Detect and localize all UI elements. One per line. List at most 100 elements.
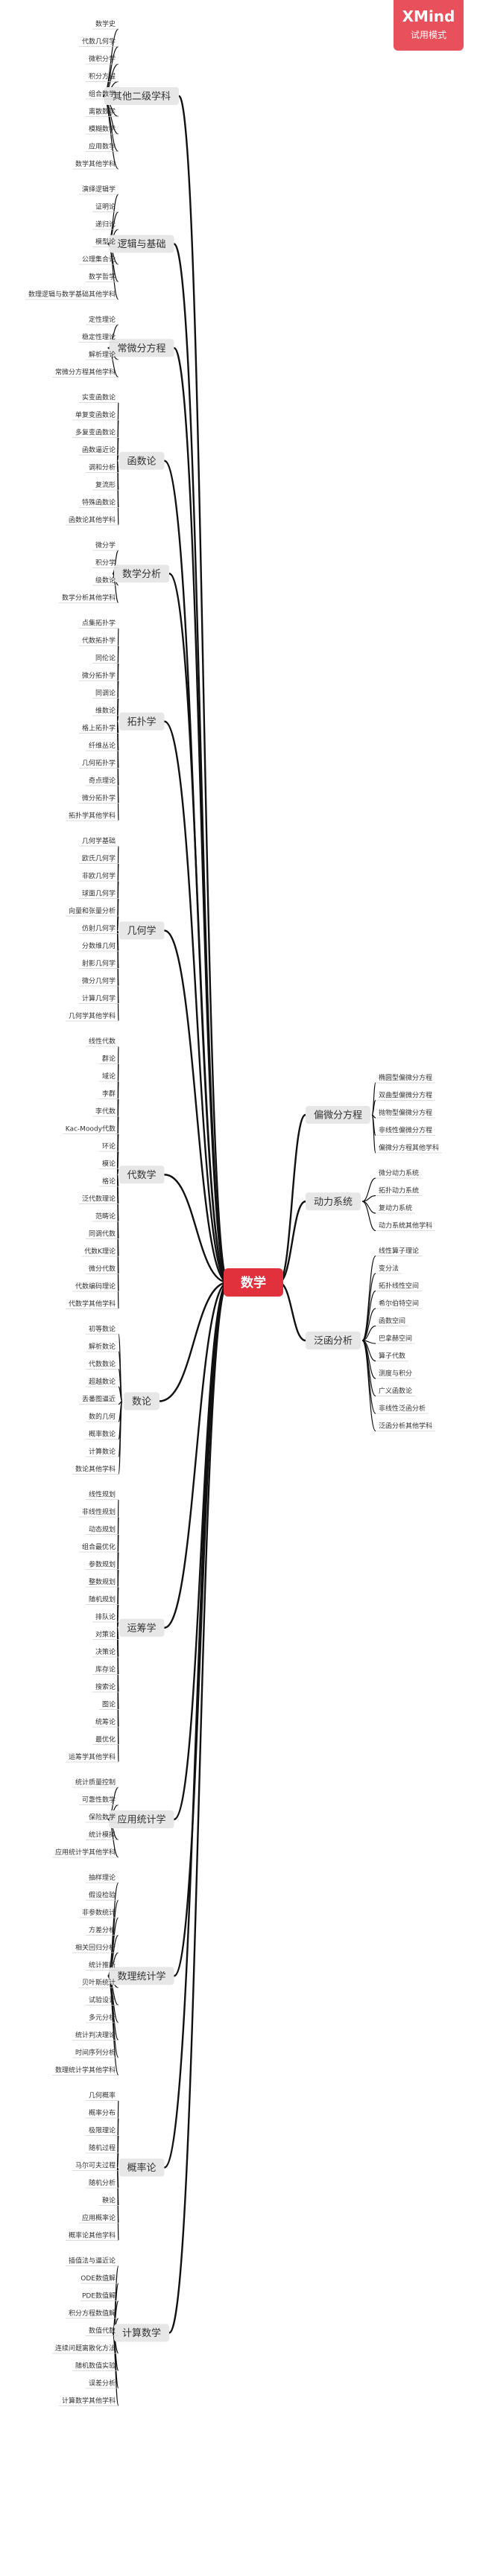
- leaf-topic[interactable]: 希尔伯特空间: [376, 1299, 422, 1309]
- leaf-topic[interactable]: 时间序列分析: [72, 2048, 119, 2058]
- leaf-topic[interactable]: 代数K理论: [81, 1247, 119, 1257]
- branch-topic[interactable]: 函数论: [119, 451, 165, 470]
- leaf-topic[interactable]: 双曲型偏微分方程: [376, 1091, 435, 1101]
- branch-topic[interactable]: 泛函分析: [306, 1332, 361, 1349]
- leaf-topic[interactable]: 微分学: [92, 541, 119, 551]
- leaf-topic[interactable]: 解析理论: [86, 350, 119, 360]
- leaf-topic[interactable]: 概率分布: [86, 2108, 119, 2119]
- leaf-topic[interactable]: 微分几何学: [79, 976, 119, 987]
- leaf-topic[interactable]: 数论其他学科: [72, 1465, 119, 1475]
- leaf-topic[interactable]: 函数空间: [376, 1317, 408, 1326]
- leaf-topic[interactable]: 格上拓扑学: [79, 724, 119, 734]
- leaf-topic[interactable]: 李代数: [92, 1107, 119, 1117]
- leaf-topic[interactable]: 常微分方程其他学科: [52, 368, 119, 378]
- leaf-topic[interactable]: 定性理论: [86, 315, 119, 325]
- leaf-topic[interactable]: 概率数论: [86, 1430, 119, 1440]
- leaf-topic[interactable]: 射影几何学: [79, 959, 119, 969]
- leaf-topic[interactable]: 库存论: [92, 1665, 119, 1675]
- leaf-topic[interactable]: 数学分析其他学科: [59, 594, 119, 603]
- leaf-topic[interactable]: 多元分析: [86, 2013, 119, 2023]
- leaf-topic[interactable]: 方差分析: [86, 1926, 119, 1936]
- leaf-topic[interactable]: 应用概率论: [79, 2213, 119, 2224]
- leaf-topic[interactable]: 几何拓扑学: [79, 759, 119, 769]
- branch-topic[interactable]: 其他二级学科: [104, 87, 179, 105]
- leaf-topic[interactable]: 几何概率: [86, 2091, 119, 2101]
- leaf-topic[interactable]: 插值法与逼近论: [66, 2257, 119, 2266]
- leaf-topic[interactable]: 统计判决理论: [72, 2031, 119, 2041]
- leaf-topic[interactable]: 实变函数论: [79, 393, 119, 403]
- leaf-topic[interactable]: 群论: [99, 1055, 119, 1064]
- leaf-topic[interactable]: 对策论: [92, 1630, 119, 1640]
- leaf-topic[interactable]: 应用统计学其他学科: [52, 1848, 119, 1858]
- leaf-topic[interactable]: 仿射几何学: [79, 924, 119, 934]
- leaf-topic[interactable]: 数学史: [92, 19, 119, 30]
- leaf-topic[interactable]: 贝叶斯统计: [79, 1978, 119, 1988]
- leaf-topic[interactable]: 数学其他学科: [72, 159, 119, 170]
- leaf-topic[interactable]: 应用数学: [86, 142, 119, 152]
- leaf-topic[interactable]: 线性规划: [86, 1490, 119, 1500]
- leaf-topic[interactable]: 抛物型偏微分方程: [376, 1108, 435, 1119]
- leaf-topic[interactable]: 非欧几何学: [79, 871, 119, 882]
- leaf-topic[interactable]: 假设检验: [86, 1891, 119, 1901]
- leaf-topic[interactable]: 代数编码理论: [72, 1282, 119, 1292]
- leaf-topic[interactable]: 拓扑学其他学科: [66, 811, 119, 821]
- leaf-topic[interactable]: 欧氏几何学: [79, 854, 119, 864]
- leaf-topic[interactable]: 复流形: [92, 480, 119, 491]
- leaf-topic[interactable]: 统筹论: [92, 1717, 119, 1728]
- branch-topic[interactable]: 概率论: [119, 2158, 165, 2177]
- leaf-topic[interactable]: 统计模拟: [86, 1831, 119, 1840]
- leaf-topic[interactable]: 非线性泛函分析: [376, 1404, 429, 1414]
- leaf-topic[interactable]: 非线性偏微分方程: [376, 1126, 435, 1136]
- leaf-topic[interactable]: 球面几何学: [79, 889, 119, 899]
- leaf-topic[interactable]: 特殊函数论: [79, 498, 119, 508]
- leaf-topic[interactable]: 数值代数: [86, 2327, 119, 2336]
- leaf-topic[interactable]: PDE数值解: [80, 2292, 119, 2301]
- leaf-topic[interactable]: 域论: [99, 1072, 119, 1082]
- leaf-topic[interactable]: 分数维几何: [79, 941, 119, 952]
- leaf-topic[interactable]: 公理集合论: [79, 255, 119, 265]
- leaf-topic[interactable]: 泛函分析其他学科: [376, 1422, 435, 1431]
- leaf-topic[interactable]: 几何学基础: [79, 836, 119, 847]
- leaf-topic[interactable]: 可靠性数学: [79, 1796, 119, 1805]
- leaf-topic[interactable]: 巴拿赫空间: [376, 1334, 415, 1344]
- leaf-topic[interactable]: 随机规划: [86, 1595, 119, 1605]
- branch-topic[interactable]: 拓扑学: [119, 712, 165, 731]
- leaf-topic[interactable]: 超越数论: [86, 1377, 119, 1387]
- leaf-topic[interactable]: 拓扑线性空间: [376, 1282, 422, 1291]
- leaf-topic[interactable]: 算子代数: [376, 1352, 408, 1361]
- leaf-topic[interactable]: 概率论其他学科: [66, 2231, 119, 2241]
- leaf-topic[interactable]: 同调论: [92, 689, 119, 699]
- branch-topic[interactable]: 偏微分方程: [306, 1106, 370, 1124]
- leaf-topic[interactable]: 几何学其他学科: [66, 1011, 119, 1022]
- branch-topic[interactable]: 运筹学: [119, 1618, 165, 1637]
- leaf-topic[interactable]: 决策论: [92, 1647, 119, 1658]
- branch-topic[interactable]: 数论: [124, 1392, 159, 1411]
- leaf-topic[interactable]: 运筹学其他学科: [66, 1752, 119, 1763]
- branch-topic[interactable]: 应用统计学: [109, 1810, 174, 1828]
- leaf-topic[interactable]: 抽样理论: [86, 1873, 119, 1883]
- leaf-topic[interactable]: 泛代数理论: [79, 1195, 119, 1204]
- leaf-topic[interactable]: 动力系统其他学科: [376, 1221, 435, 1231]
- leaf-topic[interactable]: 范畴论: [92, 1212, 119, 1222]
- branch-topic[interactable]: 数理统计学: [109, 1967, 174, 1985]
- leaf-topic[interactable]: 组合最优化: [79, 1542, 119, 1553]
- leaf-topic[interactable]: 积分方程数值解: [66, 2309, 119, 2319]
- leaf-topic[interactable]: 级数论: [92, 576, 119, 586]
- leaf-topic[interactable]: 格论: [99, 1177, 119, 1187]
- root-topic[interactable]: 数学: [224, 1268, 283, 1297]
- leaf-topic[interactable]: 代数几何学: [79, 37, 119, 47]
- leaf-topic[interactable]: 解析数论: [86, 1342, 119, 1352]
- leaf-topic[interactable]: 鞅论: [99, 2196, 119, 2206]
- leaf-topic[interactable]: 离散数学: [86, 107, 119, 117]
- leaf-topic[interactable]: 点集拓扑学: [79, 619, 119, 629]
- leaf-topic[interactable]: 试验设计: [86, 1996, 119, 2006]
- branch-topic[interactable]: 代数学: [119, 1165, 165, 1184]
- leaf-topic[interactable]: 数的几何: [86, 1412, 119, 1422]
- leaf-topic[interactable]: ODE数值解: [80, 2274, 119, 2284]
- leaf-topic[interactable]: 计算数论: [86, 1447, 119, 1457]
- leaf-topic[interactable]: 计算几何学: [79, 994, 119, 1004]
- leaf-topic[interactable]: 代数数论: [86, 1360, 119, 1370]
- leaf-topic[interactable]: 模论: [99, 1160, 119, 1169]
- leaf-topic[interactable]: 偏微分方程其他学科: [376, 1143, 442, 1154]
- leaf-topic[interactable]: 随机过程: [86, 2143, 119, 2154]
